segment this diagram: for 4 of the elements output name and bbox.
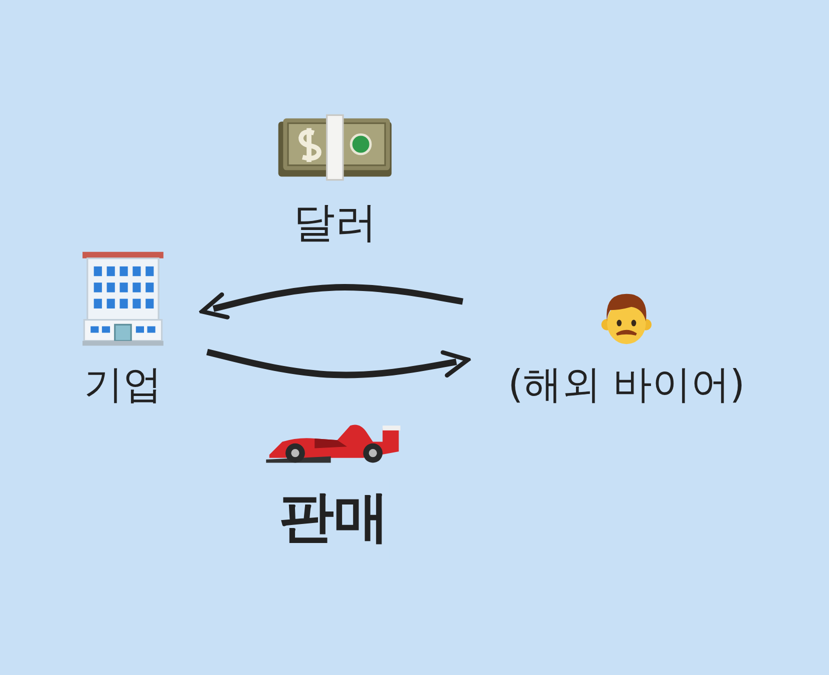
curved-arrow	[206, 348, 470, 378]
buyer-label: (해외 바이어)	[508, 360, 745, 410]
company-label: 기업	[84, 360, 162, 410]
curved-arrow	[200, 284, 464, 320]
